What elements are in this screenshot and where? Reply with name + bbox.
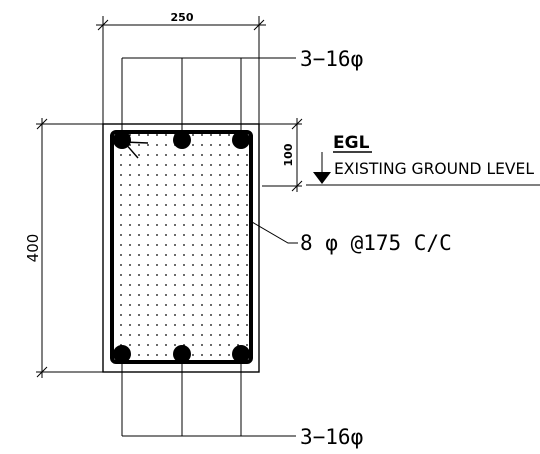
height-dimension: 400: [24, 118, 103, 378]
rebar: [232, 131, 250, 149]
rebar: [173, 131, 191, 149]
stirrup-callout-leader: [251, 221, 298, 244]
ground-level-arrow: [313, 172, 331, 184]
width-dimension: 250: [96, 11, 266, 125]
bar-leaders: [121, 57, 282, 437]
cover-dimension: 100: [259, 118, 303, 192]
concrete-outline: [102, 123, 260, 373]
egl-tag: EGL: [333, 133, 370, 153]
height-dimension-label: 400: [24, 234, 42, 263]
rebar: [113, 131, 131, 149]
egl-description: EXISTING GROUND LEVEL: [334, 159, 534, 178]
rebar: [232, 345, 250, 363]
rebar: [173, 345, 191, 363]
stirrup-callout: 8 φ @175 C/C: [300, 231, 452, 255]
rebar: [113, 345, 131, 363]
concrete-hatch: [111, 133, 252, 363]
bottom-bars-callout: 3−16φ: [300, 425, 363, 449]
width-dimension-label: 250: [171, 11, 194, 24]
cover-dimension-label: 100: [282, 143, 295, 166]
ground-level-marker: EGL EXISTING GROUND LEVEL: [306, 133, 540, 186]
top-bars-callout: 3−16φ: [300, 47, 363, 71]
